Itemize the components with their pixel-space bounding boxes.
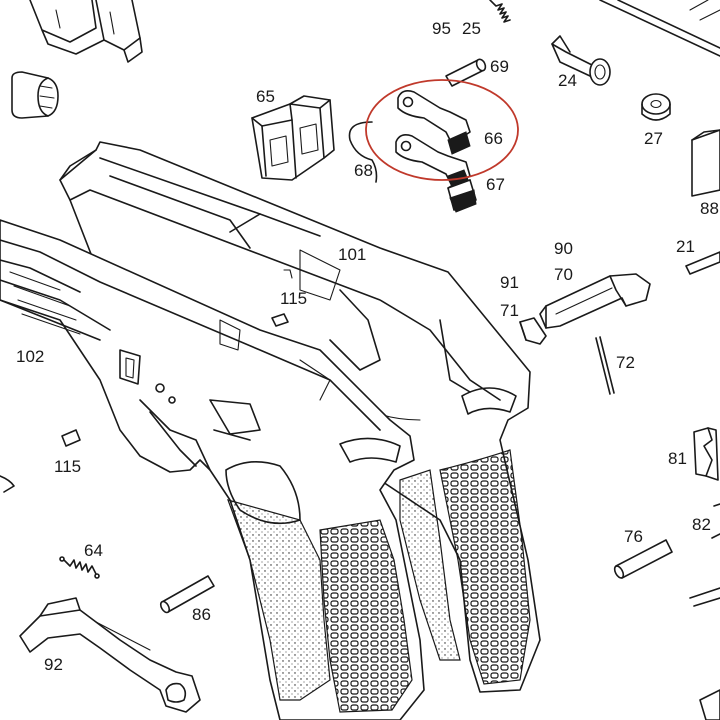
highlight-ellipse-66 (365, 79, 519, 181)
part-24-plunger (551, 35, 611, 86)
label-25: 25 (462, 19, 481, 38)
part-90-70-slide-stop (539, 273, 651, 329)
part-roller-cylinder (11, 71, 59, 119)
label-95: 95 (432, 19, 451, 38)
label-101: 101 (338, 245, 367, 264)
part-115-pin-top (271, 313, 289, 327)
part-82-sliver (711, 503, 720, 539)
part-72-pin (595, 336, 615, 395)
part-88-block (691, 129, 720, 197)
label-82: 82 (692, 515, 711, 534)
label-65: 65 (256, 87, 275, 106)
label-102: 102 (16, 347, 45, 366)
label-92: 92 (44, 655, 63, 674)
label-27: 27 (644, 129, 663, 148)
label-115-lower: 115 (54, 457, 82, 476)
part-66-connector (395, 90, 471, 187)
part-81-bracket (693, 427, 719, 481)
part-69-pin (445, 58, 487, 87)
label-91: 91 (500, 273, 519, 292)
part-21-pin (685, 251, 720, 275)
part-67-clip (447, 179, 477, 213)
label-24: 24 (558, 71, 577, 90)
label-21: 21 (676, 237, 695, 256)
part-86-pin (159, 575, 215, 614)
label-71: 71 (500, 301, 519, 320)
part-91-71-block (519, 317, 547, 345)
part-65-locking-block (251, 95, 335, 181)
label-70: 70 (554, 265, 573, 284)
part-95-25-spring (489, 0, 511, 23)
label-81: 81 (668, 449, 687, 468)
part-76-pin (613, 539, 673, 579)
label-72: 72 (616, 353, 635, 372)
label-66: 66 (484, 129, 503, 148)
label-76: 76 (624, 527, 643, 546)
label-90: 90 (554, 239, 573, 258)
label-67: 67 (486, 175, 505, 194)
label-68: 68 (354, 161, 373, 180)
part-top-left-block (29, 0, 143, 63)
part-left-edge-fragment (0, 475, 15, 493)
part-102-frame-front (0, 219, 425, 720)
part-68-wire-spring (348, 121, 378, 183)
part-27-bushing (641, 93, 671, 121)
part-slide-edge-top-right (599, 0, 720, 57)
part-115-pin-lower (61, 429, 81, 447)
label-86: 86 (192, 605, 211, 624)
label-69: 69 (490, 57, 509, 76)
label-115-top: 115 (280, 289, 308, 308)
label-88: 88 (700, 199, 719, 218)
part-64-spring (59, 556, 100, 579)
part-right-edge-fragment (689, 587, 720, 720)
label-64: 64 (84, 541, 103, 560)
part-92-trigger-bar (19, 597, 201, 713)
